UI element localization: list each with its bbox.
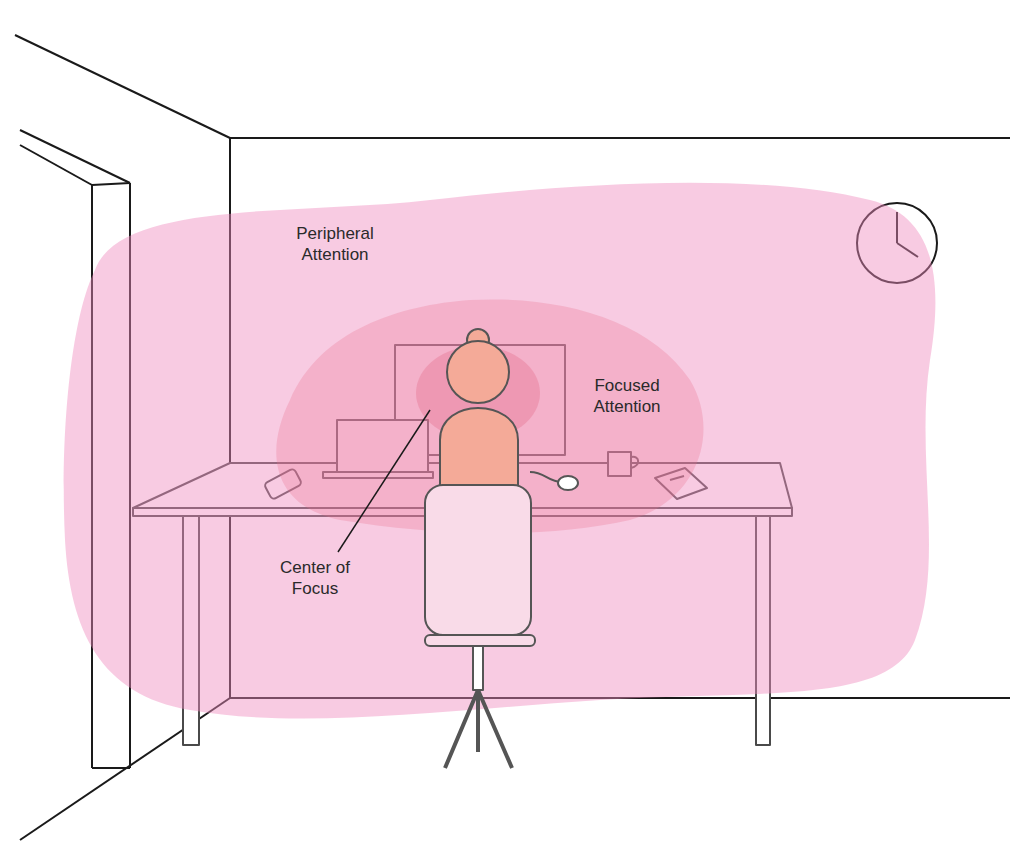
focused-zone: Focused Attention [265,295,710,540]
zone-fill [276,299,703,533]
callout-label: Center of Focus [262,557,368,599]
door-frame [92,767,130,769]
zone-fill [64,183,936,719]
door-frame [92,183,130,185]
peripheral-zone: Peripheral AttentionFocused Attention [55,180,940,725]
door-frame [20,130,130,183]
room-lines [15,35,1010,840]
zone-label: Peripheral Attention [275,223,395,265]
ceiling-edge [15,35,230,138]
door-frame [20,145,92,185]
zone-shape [265,295,710,540]
zone-label: Focused Attention [577,375,677,417]
floor-edge [20,698,230,840]
ceiling-line [230,137,1010,139]
